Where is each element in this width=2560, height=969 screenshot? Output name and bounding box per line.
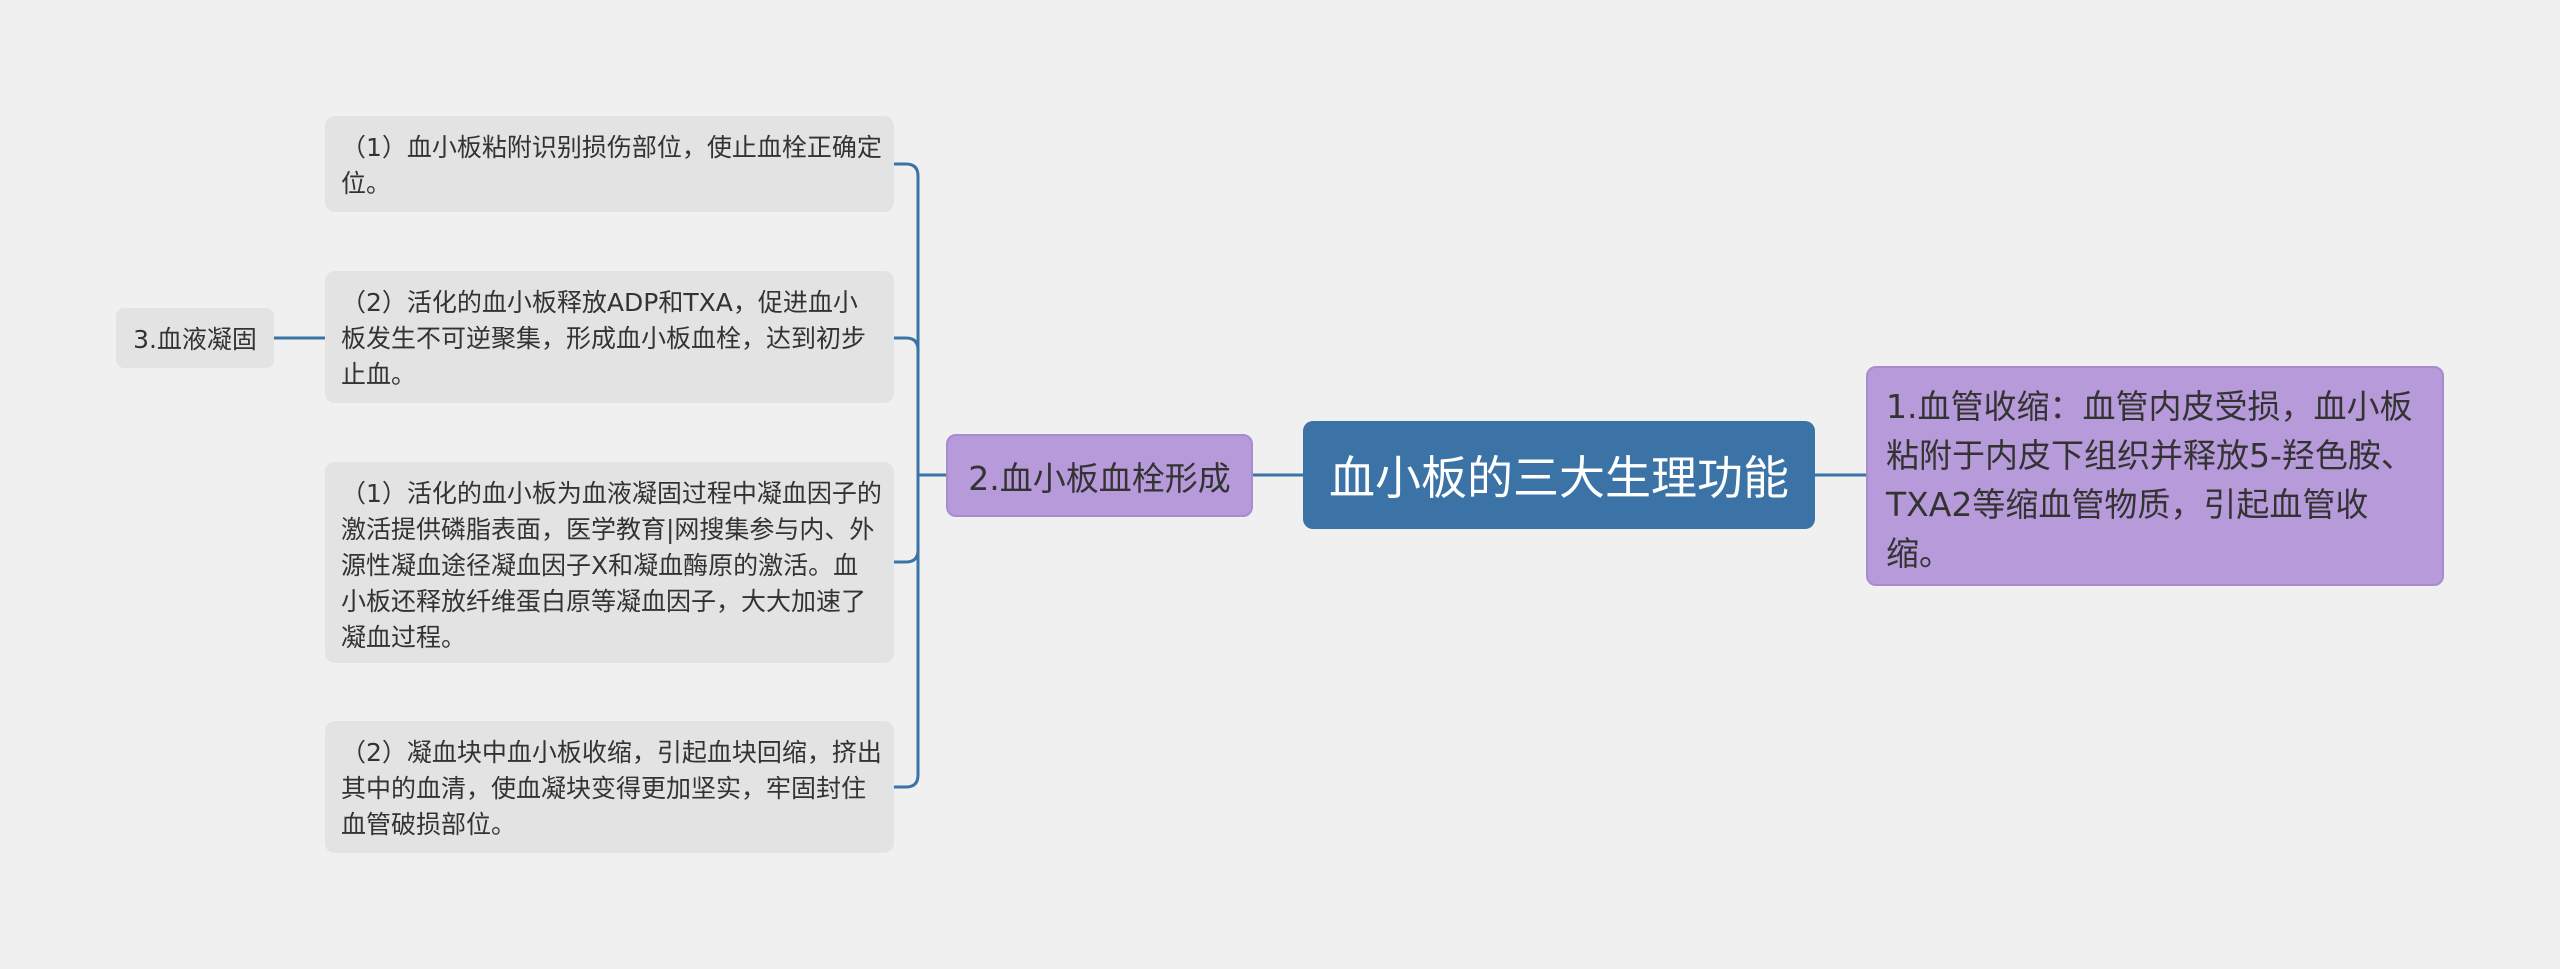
connector-leaf-bracket bbox=[892, 162, 920, 789]
branch-platelet-thrombus[interactable]: 2.血小板血栓形成 bbox=[946, 434, 1253, 517]
branch-vascular-constriction[interactable]: 1.血管收缩：血管内皮受损，血小板粘附于内皮下组织并释放5-羟色胺、TXA2等缩… bbox=[1866, 366, 2444, 586]
leaf-adhesion[interactable]: （1）血小板粘附识别损伤部位，使止血栓正确定位。 bbox=[325, 116, 894, 212]
leaf-clot-retraction[interactable]: （2）凝血块中血小板收缩，引起血块回缩，挤出其中的血清，使血凝块变得更加坚实，牢… bbox=[325, 721, 894, 853]
leaf-aggregation[interactable]: （2）活化的血小板释放ADP和TXA，促进血小板发生不可逆聚集，形成血小板血栓，… bbox=[325, 271, 894, 403]
connector-leaf-2 bbox=[892, 336, 920, 352]
root-node[interactable]: 血小板的三大生理功能 bbox=[1303, 421, 1815, 529]
side-label-blood-coagulation[interactable]: 3.血液凝固 bbox=[116, 308, 274, 368]
connector-leaf-3 bbox=[892, 548, 920, 564]
leaf-coagulation-surface[interactable]: （1）活化的血小板为血液凝固过程中凝血因子的激活提供磷脂表面，医学教育|网搜集参… bbox=[325, 462, 894, 663]
